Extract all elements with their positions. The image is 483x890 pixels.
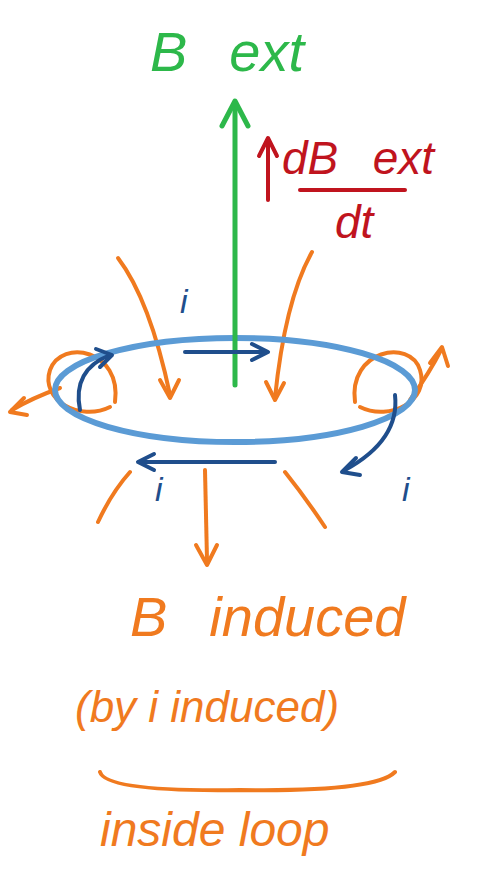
arrow-head [96,349,112,367]
external-field-arrow [222,101,248,385]
arrow-head [10,398,27,415]
note-text: inside loop [100,802,330,857]
arrow-head [196,545,217,565]
arrow-head [160,380,179,398]
field-line [275,252,312,398]
fraction-bar [300,188,405,192]
arrow-head [252,344,268,360]
arrow-head [342,458,360,475]
current-label: i [155,470,163,509]
current-label: i [402,470,410,509]
arrow-head [259,138,277,156]
current-arrow [140,460,275,464]
arrow-head [266,382,284,400]
current-label: i [180,282,188,321]
derivative-numerator: dB⃗ext [282,132,434,185]
current-arrows [79,344,396,475]
field-label: B⃗induced [130,585,406,649]
arrow-head [430,347,448,366]
arrow-head [222,101,248,126]
arrow-head [138,454,154,470]
field-line [285,472,325,527]
field-label: B⃗ext [150,20,304,84]
field-line [205,470,207,560]
arrow-shaft [233,104,238,385]
derivative-denominator: dt [335,196,373,249]
induced-field-lines [10,252,448,790]
field-line [98,472,130,522]
conducting-loop [55,338,415,442]
arrow-shaft [266,140,270,200]
field-line [118,258,170,395]
note-text: (by i induced) [75,682,339,733]
current-arrow [185,350,265,354]
brace [100,772,395,790]
